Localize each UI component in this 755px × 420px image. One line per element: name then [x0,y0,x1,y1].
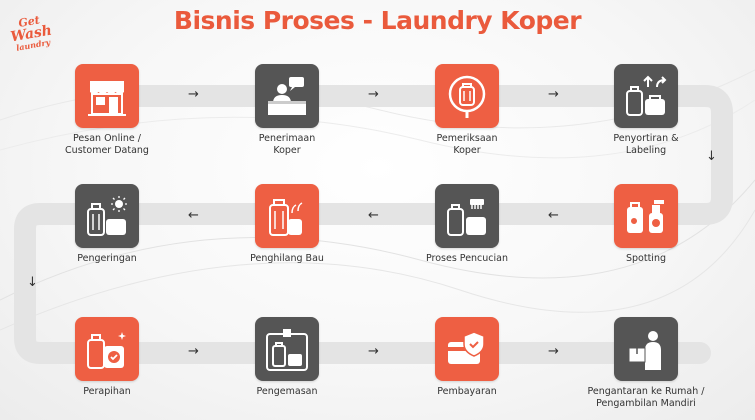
step-pengemasan: Pengemasan [212,317,362,398]
arrow-right-icon: → [368,344,379,359]
arrow-right-icon: → [368,87,379,102]
arrow-down-icon: ↓ [706,149,717,164]
step-tile [255,64,319,128]
step-tile [435,64,499,128]
step-label: Pengeringan [77,253,137,264]
luggage-sort-icon [626,75,667,116]
step-label: Pengantaran ke Rumah / Pengambilan Mandi… [587,386,705,409]
page-title: Bisnis Proses - Laundry Koper [173,6,582,35]
step-spotting: Spotting [571,184,721,265]
arrow-right-icon: → [548,87,559,102]
arrow-left-icon: ← [548,208,559,223]
card-payment-icon [448,331,485,364]
step-penghilang-bau: Penghilang Bau [212,184,362,265]
luggage-brush-icon [447,199,486,236]
step-tile [614,317,678,381]
step-tile [75,64,139,128]
luggage-inspect-icon [448,75,486,118]
luggage-package-icon [266,329,308,371]
step-label: Pengemasan [256,386,318,397]
step-tile [435,184,499,248]
step-perapihan: Perapihan [32,317,182,398]
step-penyortiran-labeling: Penyortiran & Labeling [571,64,721,157]
step-proses-pencucian: Proses Pencucian [392,184,542,265]
luggage-sun-icon [87,196,127,236]
step-tile [255,184,319,248]
luggage-deodorize-icon [269,199,303,236]
luggage-spray-icon [627,200,664,233]
step-label: Perapihan [83,386,131,397]
step-pemeriksaan-koper: Pemeriksaan Koper [392,64,542,157]
arrow-left-icon: ← [368,208,379,223]
step-penerimaan-koper: Penerimaan Koper [212,64,362,157]
step-label: Pembayaran [437,386,497,397]
step-label: Penyortiran & Labeling [613,133,679,156]
step-label: Spotting [625,253,666,264]
step-tile [435,317,499,381]
step-tile [255,317,319,381]
storefront-icon [88,81,126,116]
luggage-check-icon [87,332,126,369]
receptionist-icon [268,77,306,115]
arrow-right-icon: → [188,87,199,102]
step-pesan-online: Pesan Online / Customer Datang [32,64,182,157]
step-tile [614,184,678,248]
step-tile [75,184,139,248]
arrow-right-icon: → [188,344,199,359]
step-tile [75,317,139,381]
step-pembayaran: Pembayaran [392,317,542,398]
arrow-down-icon: ↓ [27,275,38,290]
step-tile [614,64,678,128]
step-label: Penerimaan Koper [258,133,316,156]
step-pengantaran: Pengantaran ke Rumah / Pengambilan Mandi… [571,317,721,410]
step-pengeringan: Pengeringan [32,184,182,265]
step-label: Penghilang Bau [250,253,324,264]
delivery-icon [628,331,661,370]
step-label: Pesan Online / Customer Datang [65,133,149,156]
step-label: Pemeriksaan Koper [436,133,498,156]
step-label: Proses Pencucian [425,253,509,264]
arrow-left-icon: ← [188,208,199,223]
arrow-right-icon: → [548,344,559,359]
